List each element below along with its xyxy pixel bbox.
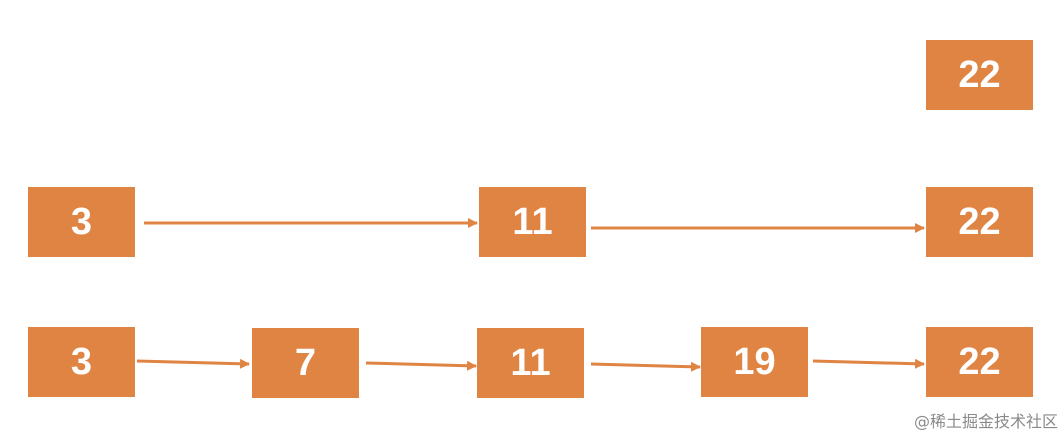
- arrow-bottom-7-to-11: [365, 360, 477, 371]
- arrow-bottom-3-to-7: [136, 358, 250, 369]
- bottom-node-11: 11: [477, 328, 584, 398]
- middle-node-11: 11: [479, 187, 586, 257]
- bottom-node-22: 22: [926, 327, 1033, 397]
- middle-node-22: 22: [926, 187, 1033, 257]
- arrow-bottom-19-to-22: [812, 358, 925, 369]
- middle-node-3: 3: [28, 187, 135, 257]
- top-node-22: 22: [926, 40, 1033, 110]
- bottom-node-19: 19: [701, 327, 808, 397]
- arrow-bottom-11-to-19: [590, 361, 701, 372]
- watermark: @稀土掘金技术社区: [913, 412, 1058, 431]
- bottom-node-3: 3: [28, 327, 135, 397]
- bottom-node-7: 7: [252, 328, 359, 398]
